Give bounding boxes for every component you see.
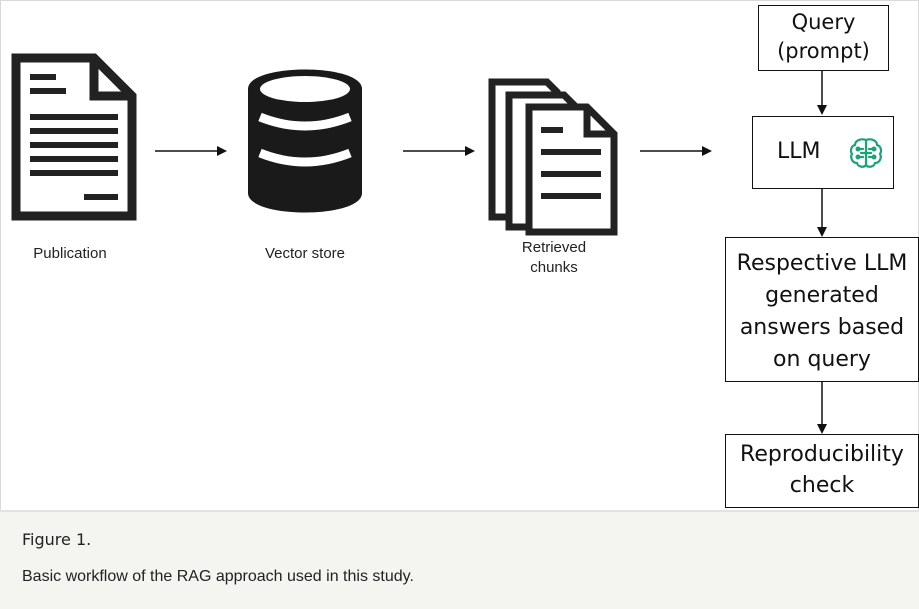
reproducibility-box: Reproducibility check bbox=[725, 434, 919, 508]
arrow-vector-to-chunks bbox=[403, 146, 475, 156]
vector-store-label: Vector store bbox=[264, 245, 346, 262]
llm-box: LLM bbox=[752, 116, 894, 189]
arrow-chunks-to-llm bbox=[640, 146, 712, 156]
query-box: Query (prompt) bbox=[758, 5, 889, 71]
rag-workflow-diagram: Publication Vector store Retrieved chunk… bbox=[11, 5, 919, 508]
llm-label: LLM bbox=[777, 139, 821, 164]
stacked-documents-icon bbox=[488, 78, 618, 236]
publication-label: Publication bbox=[33, 245, 107, 262]
arrow-llm-to-answers bbox=[817, 189, 827, 237]
answers-box: Respective LLM generated answers based o… bbox=[725, 237, 919, 382]
arrow-answers-to-reproducibility bbox=[817, 382, 827, 434]
figure-caption: Figure 1. Basic workflow of the RAG appr… bbox=[0, 510, 919, 609]
brain-circuit-icon bbox=[849, 138, 883, 168]
query-label: Query (prompt) bbox=[777, 10, 870, 63]
figure-number: Figure 1. bbox=[22, 530, 92, 549]
reproducibility-label: Reproducibility check bbox=[740, 442, 904, 498]
caption-text: Basic workflow of the RAG approach used … bbox=[22, 568, 414, 585]
arrow-publication-to-vector bbox=[155, 146, 227, 156]
database-icon bbox=[248, 69, 362, 213]
retrieved-chunks-label: Retrieved chunks bbox=[521, 239, 587, 276]
arrow-query-to-llm bbox=[817, 71, 827, 115]
document-icon bbox=[11, 53, 137, 221]
answers-label: Respective LLM generated answers based o… bbox=[736, 251, 908, 372]
